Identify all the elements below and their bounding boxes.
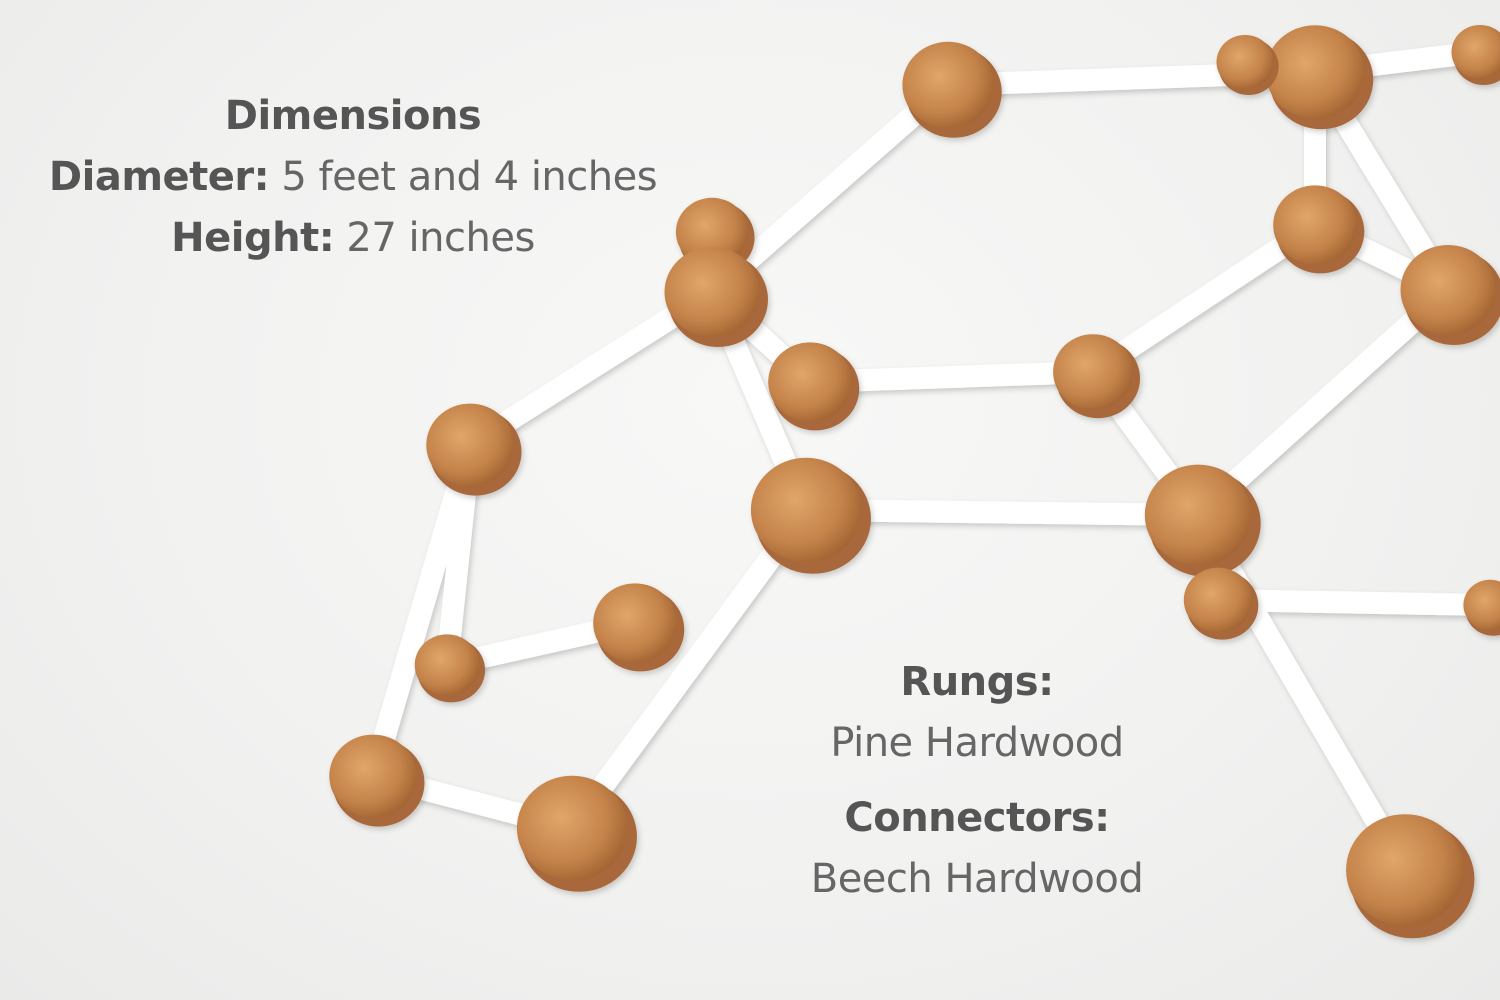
connector [414, 634, 486, 703]
rungs-value: Pine Hardwood [830, 720, 1124, 766]
connector [1273, 185, 1365, 274]
connector [1053, 334, 1141, 419]
connector [1400, 245, 1500, 345]
connector [664, 247, 768, 347]
rung [1187, 279, 1459, 526]
connectors-value: Beech Hardwood [810, 856, 1144, 902]
connector [593, 583, 685, 672]
materials-block: Rungs: Pine Hardwood Connectors: Beech H… [760, 652, 1194, 910]
connector [1346, 814, 1475, 939]
dimensions-heading: Dimensions [224, 93, 482, 139]
rung [459, 281, 723, 456]
connector [750, 457, 871, 574]
height-line: Height: 27 inches [40, 208, 666, 269]
connector [1265, 25, 1374, 130]
diameter-label: Diameter: [48, 154, 270, 200]
connector [1183, 567, 1259, 640]
height-label: Height: [171, 215, 335, 261]
connector [768, 342, 860, 431]
diameter-line: Diameter: 5 feet and 4 inches [40, 147, 666, 208]
dimensions-block: Dimensions Diameter: 5 feet and 4 inches… [40, 86, 666, 269]
connector [1144, 464, 1261, 577]
rung [1082, 214, 1326, 383]
rungs-label: Rungs: [900, 659, 1054, 705]
rung [561, 499, 817, 839]
connector [1463, 579, 1500, 636]
rung [1207, 589, 1500, 616]
rung [701, 74, 959, 303]
diameter-value: 5 feet and 4 inches [269, 154, 658, 200]
connector [516, 775, 637, 892]
connectors-label: Connectors: [844, 795, 1110, 841]
connector [1216, 35, 1279, 95]
connector [426, 403, 522, 496]
rung [795, 499, 1209, 526]
connector [1451, 25, 1500, 85]
connector [329, 734, 425, 827]
height-value: 27 inches [334, 215, 535, 261]
connector [902, 41, 1002, 138]
